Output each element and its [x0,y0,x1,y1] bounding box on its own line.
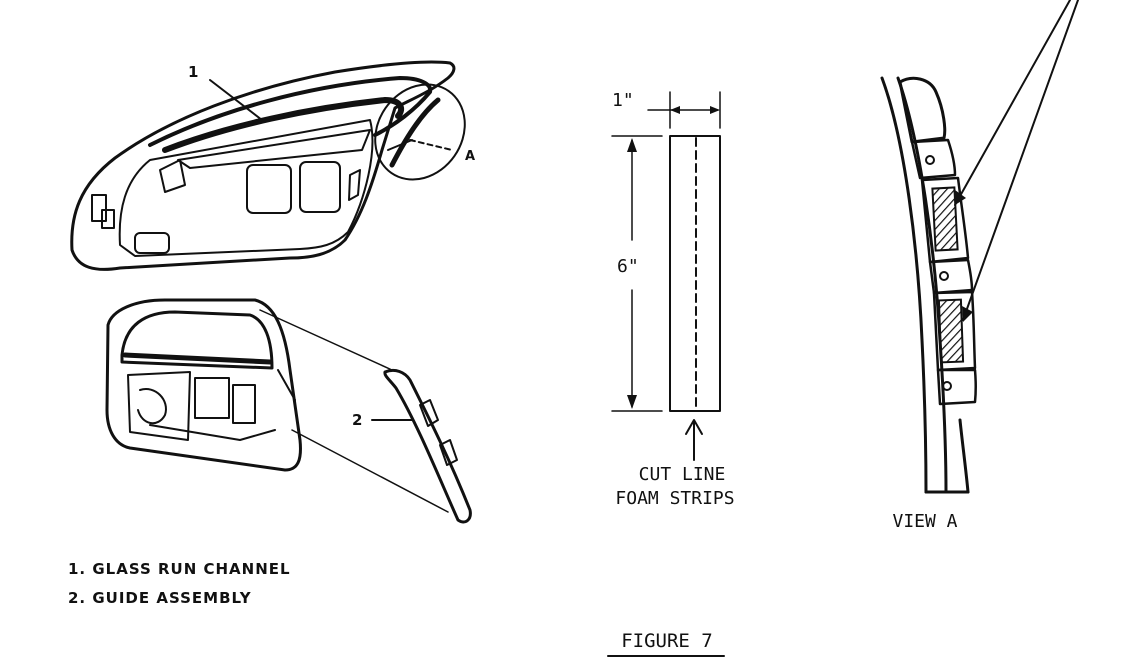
arrowhead [670,106,680,114]
view-a-drawing: VIEW A [880,0,1079,532]
bracket-segment [936,368,977,406]
regulator [194,377,230,419]
foam-strips-label: FOAM STRIPS [615,488,734,509]
upper-door-drawing: 1 A [70,60,475,271]
legend: 1. GLASS RUN CHANNEL 2. GUIDE ASSEMBLY [68,560,291,607]
projection-line [291,429,449,513]
bracket-segment [920,176,970,264]
arrowhead [962,306,973,322]
bracket-segment [928,258,974,295]
hinge [101,209,115,229]
glass-run-channel [162,97,405,153]
callout-a-label: A [465,149,475,164]
guide-assembly [383,368,472,524]
callout-a-leader [409,139,453,151]
upper-door-outline [70,60,456,271]
pillar-top-cap [898,76,947,144]
foam-strip-drawing: 1" 6" CUT LINE FOAM STRIPS [611,90,735,509]
figure-caption: FIGURE 7 [621,630,713,652]
arrowhead [955,190,966,205]
lower-door-outline [105,298,302,472]
callout-2-label: 2 [352,411,362,429]
arrowhead [627,138,637,152]
caption: FIGURE 7 [607,630,725,657]
foam-strip-placement [937,298,965,364]
view-a-circle [374,83,466,181]
pointer-line [962,0,1079,321]
pointer-line [954,0,1071,206]
access-hole [246,164,292,214]
mounting-hole [939,271,949,281]
mounting-hole [942,381,952,391]
foam-strip [669,135,721,412]
access-hole [134,232,170,254]
cut-line-label: CUT LINE [639,464,726,485]
lower-window-opening [120,310,274,370]
hinge [91,194,107,222]
legend-item-1: 1. GLASS RUN CHANNEL [68,560,291,578]
pillar-outer-edge [880,76,928,494]
regulator [232,384,256,424]
upper-door-inner-panel [118,119,374,257]
lower-door-drawing: 2 [105,298,472,524]
mounting-hole [925,155,935,165]
length-dimension-label: 6" [617,256,639,277]
foam-strip-placement [931,186,959,252]
callout-1-leader [209,79,263,121]
view-a-label: VIEW A [892,511,957,532]
width-dimension-label: 1" [612,90,634,111]
access-hole [299,161,341,213]
pillar-edge [958,418,970,494]
bracket-segment [910,138,957,180]
upper-window-frame [148,76,433,147]
callout-1-label: 1 [188,63,198,81]
projection-line [259,309,393,371]
legend-item-2: 2. GUIDE ASSEMBLY [68,589,252,607]
arrowhead [627,395,637,409]
cut-line-arrowhead [685,419,703,435]
arrowhead [710,106,720,114]
